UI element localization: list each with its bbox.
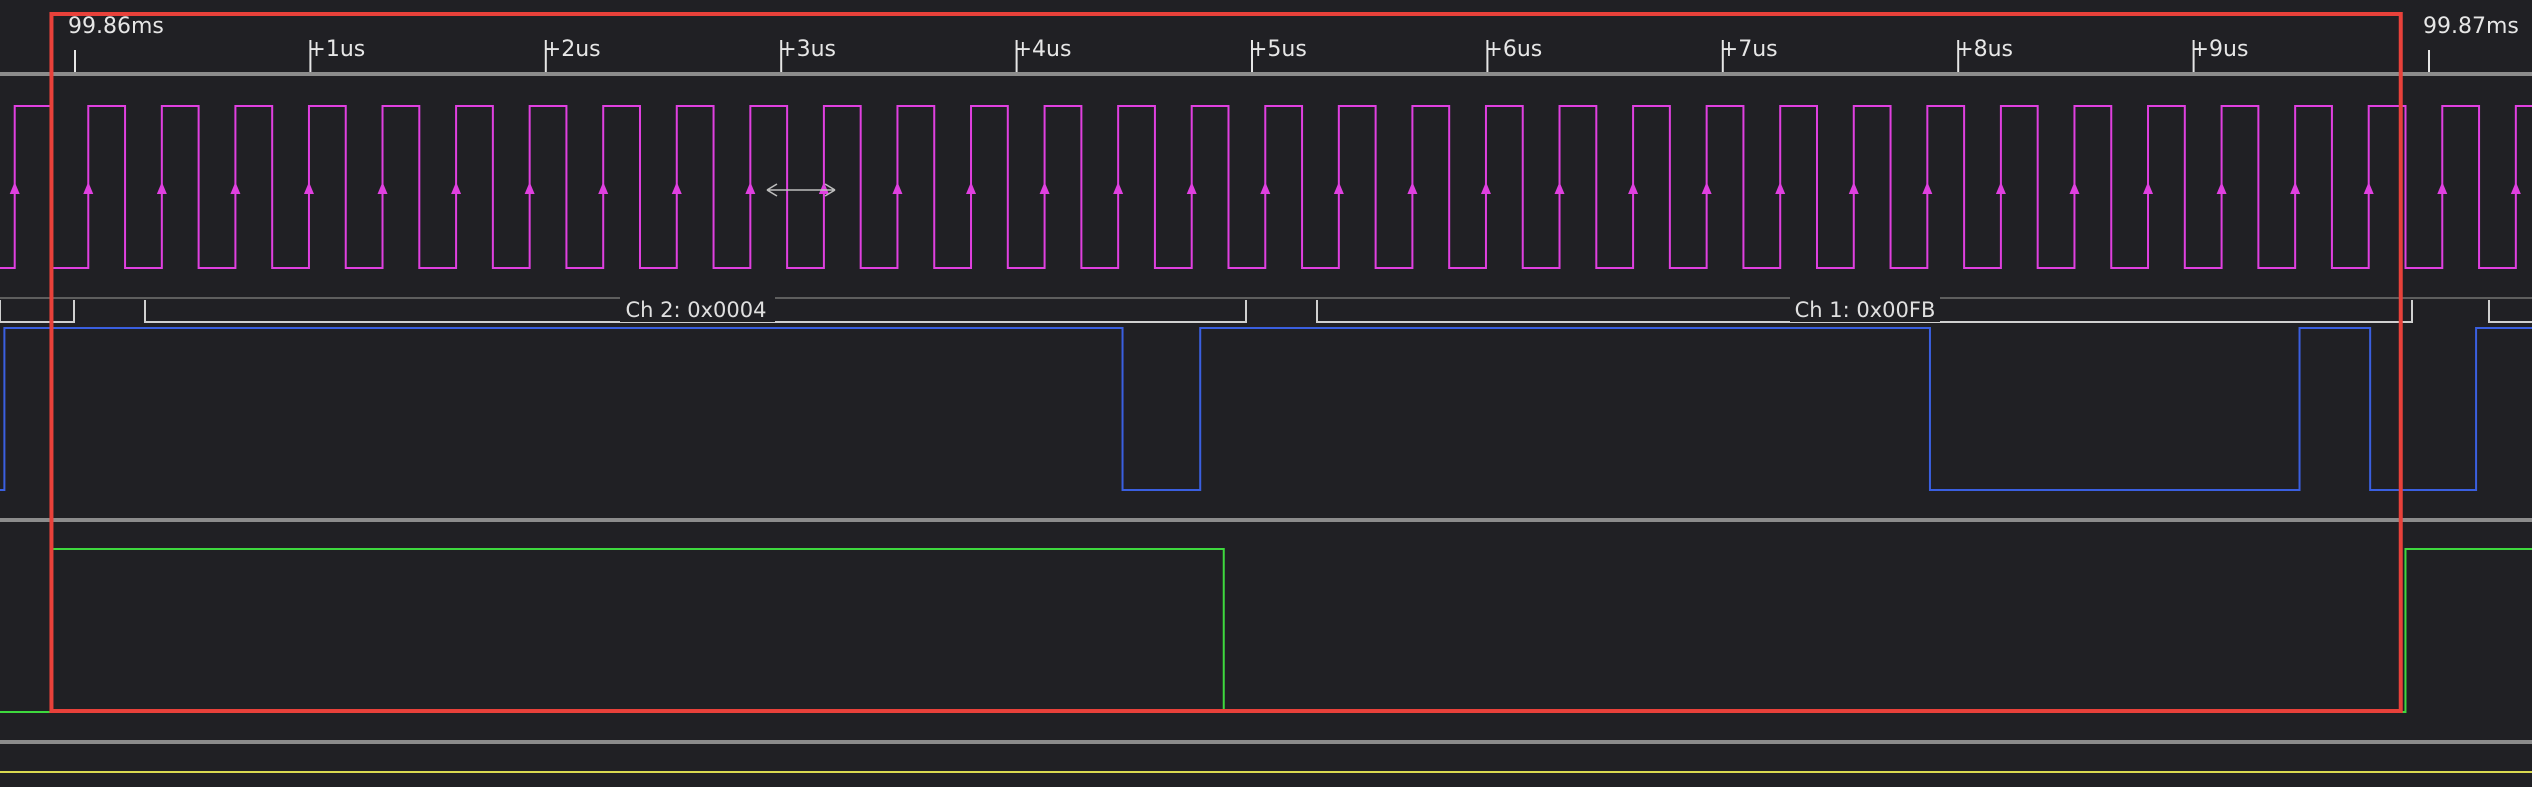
protocol-frame[interactable]: Ch 2: 0x0004 xyxy=(144,294,1247,323)
start-anchor-label: 99.86ms xyxy=(68,14,164,39)
ruler-tick-label: +1us xyxy=(307,37,365,62)
rising-edge-arrow-icon xyxy=(966,182,977,194)
rising-edge-arrow-icon xyxy=(1186,182,1197,194)
rising-edge-arrow-icon xyxy=(745,182,756,194)
rising-edge-arrow-icon xyxy=(1113,182,1124,194)
rising-edge-arrow-icon xyxy=(377,182,388,194)
rising-edge-arrow-icon xyxy=(2510,182,2521,194)
frame-label: Ch 1: 0x00FB xyxy=(1795,298,1936,322)
ruler-tick-label: +2us xyxy=(543,37,601,62)
frame-bracket-right-partial xyxy=(2488,300,2532,323)
rising-edge-arrow-icon xyxy=(1775,182,1786,194)
ruler-tick-label: +3us xyxy=(778,37,836,62)
frame-bracket-left-partial xyxy=(0,300,75,323)
rising-edge-arrow-icon xyxy=(1260,182,1271,194)
rising-edge-arrow-icon xyxy=(892,182,903,194)
rising-edge-arrow-icon xyxy=(2290,182,2301,194)
rising-edge-arrow-icon xyxy=(1333,182,1344,194)
ruler-tick-label: +9us xyxy=(2191,37,2249,62)
rising-edge-arrow-icon xyxy=(1995,182,2006,194)
rising-edge-arrow-icon xyxy=(1554,182,1565,194)
double-arrow-cursor-icon xyxy=(766,183,836,197)
rising-edge-arrow-icon xyxy=(1701,182,1712,194)
clock-waveform xyxy=(0,105,2532,269)
rising-edge-arrow-icon xyxy=(9,182,20,194)
rising-edge-arrow-icon xyxy=(524,182,535,194)
selection-rectangle[interactable] xyxy=(49,12,2403,713)
frame-label: Ch 2: 0x0004 xyxy=(626,298,767,322)
ruler-tick-label: +6us xyxy=(1484,37,1542,62)
rising-edge-arrow-icon xyxy=(1922,182,1933,194)
frame-label-bg xyxy=(620,294,775,322)
rising-edge-arrow-icon xyxy=(2363,182,2374,194)
rising-edge-arrow-icon xyxy=(230,182,241,194)
rising-edge-arrow-icon xyxy=(598,182,609,194)
protocol-decoder-row[interactable]: Ch 2: 0x0004 Ch 1: 0x00FB xyxy=(0,294,2532,323)
rising-edge-arrow-icon xyxy=(1848,182,1859,194)
rising-edge-arrow-icon xyxy=(303,182,314,194)
rising-edge-arrow-icon xyxy=(2216,182,2227,194)
ruler-tick-label: +8us xyxy=(1955,37,2013,62)
end-anchor-label: 99.87ms xyxy=(2423,14,2519,39)
protocol-frame[interactable]: Ch 1: 0x00FB xyxy=(1316,294,2413,323)
rising-edge-arrow-icon xyxy=(156,182,167,194)
ruler-tick-label: +7us xyxy=(1720,37,1778,62)
rising-edge-arrow-icon xyxy=(818,182,829,194)
data-waveform xyxy=(0,327,2532,491)
channel-data[interactable] xyxy=(0,327,2532,491)
ruler-tick-label: +5us xyxy=(1249,37,1307,62)
rising-edge-arrow-icon xyxy=(451,182,462,194)
rising-edge-arrow-icon xyxy=(2437,182,2448,194)
ruler-tick-label: +4us xyxy=(1014,37,1072,62)
clock-rising-edge-markers xyxy=(9,182,2521,194)
ruler-ticks: +1us +2us +3us +4us +5us +6us +7us +8us +9us xyxy=(307,37,2248,72)
rising-edge-arrow-icon xyxy=(2069,182,2080,194)
rising-edge-arrow-icon xyxy=(2143,182,2154,194)
time-ruler[interactable]: 99.86ms 99.87ms +1us +2us +3us +4us +5us +6us… xyxy=(0,14,2532,76)
rising-edge-arrow-icon xyxy=(83,182,94,194)
rising-edge-arrow-icon xyxy=(1039,182,1050,194)
rising-edge-arrow-icon xyxy=(1628,182,1639,194)
rising-edge-arrow-icon xyxy=(1407,182,1418,194)
rising-edge-arrow-icon xyxy=(1480,182,1491,194)
rising-edge-arrow-icon xyxy=(671,182,682,194)
frame-label-bg xyxy=(1790,294,1940,322)
channel-clock[interactable] xyxy=(0,105,2532,269)
